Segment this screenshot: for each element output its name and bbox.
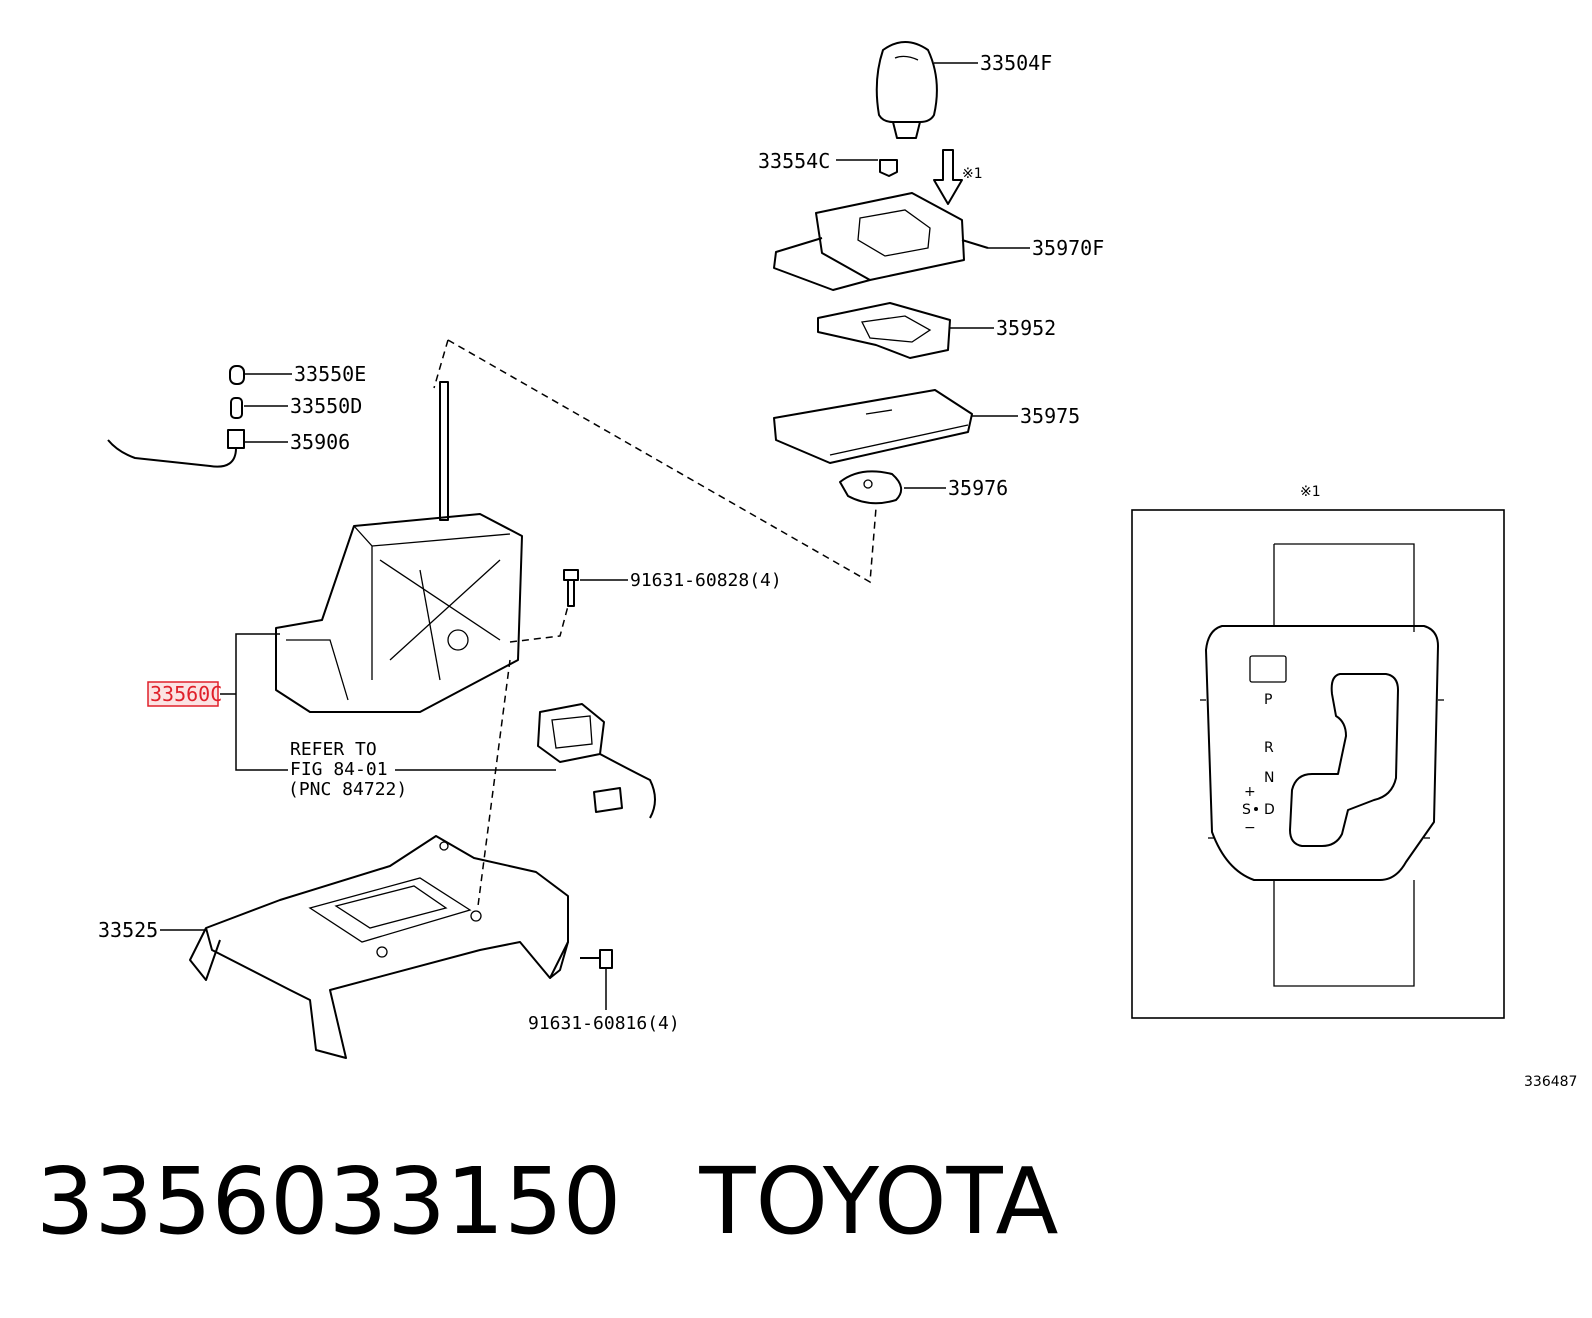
gear-dot (1254, 807, 1258, 811)
illustration-id: 336487 (1524, 1074, 1577, 1090)
inset-title: ※1 (1300, 484, 1321, 500)
gear-p: P (1264, 692, 1272, 708)
bolt-bottom-illustration (580, 949, 613, 969)
shift-lever-assembly-illustration (275, 381, 523, 713)
gear-minus: − (1244, 820, 1256, 836)
refer-line-2: FIG 84-01 (290, 759, 388, 780)
indicator-plate-illustration (817, 302, 951, 359)
direction-arrow-icon (933, 149, 963, 205)
callout-33560C: 33560C (150, 682, 222, 706)
callout-91631-60828: 91631-60828(4) (630, 570, 782, 591)
gear-d: D (1264, 802, 1275, 818)
slide-cover-illustration (773, 389, 973, 464)
note-mark: ※1 (962, 166, 983, 182)
gear-s: S (1242, 802, 1251, 818)
shift-knob-illustration (875, 41, 938, 139)
bulb-illustration (107, 365, 245, 468)
refer-line-3: (PNC 84722) (288, 779, 407, 800)
callout-33504F: 33504F (980, 51, 1052, 75)
callout-35952: 35952 (996, 316, 1056, 340)
clip-illustration (879, 159, 898, 177)
callout-35976: 35976 (948, 476, 1008, 500)
callout-35975: 35975 (1020, 404, 1080, 428)
inset-frame (1131, 509, 1505, 1019)
gear-r: R (1264, 740, 1274, 756)
callout-35906: 35906 (290, 430, 350, 454)
gear-plus: + (1244, 784, 1256, 800)
callout-33554C: 33554C (758, 149, 830, 173)
seal-illustration (839, 470, 903, 505)
callout-35970F: 35970F (1032, 236, 1104, 260)
highlight-box (147, 681, 219, 707)
refer-line-1: REFER TO (290, 739, 377, 760)
footer-caption: 3356033150 TOYOTA (36, 1148, 1137, 1255)
callout-33550E: 33550E (294, 362, 366, 386)
harness-connector-illustration (537, 703, 656, 819)
callout-91631-60816: 91631-60816(4) (528, 1013, 680, 1034)
gear-n: N (1264, 770, 1274, 786)
bolt-top-illustration (563, 569, 579, 607)
mounting-bracket-illustration (189, 835, 569, 1059)
footer-brand: TOYOTA (699, 1148, 1059, 1255)
footer-part-number: 3356033150 (36, 1148, 622, 1255)
callout-33550D: 33550D (290, 394, 362, 418)
shift-bezel-illustration (773, 192, 989, 291)
gate-plate-inset (1200, 543, 1444, 987)
callout-33525: 33525 (98, 918, 158, 942)
